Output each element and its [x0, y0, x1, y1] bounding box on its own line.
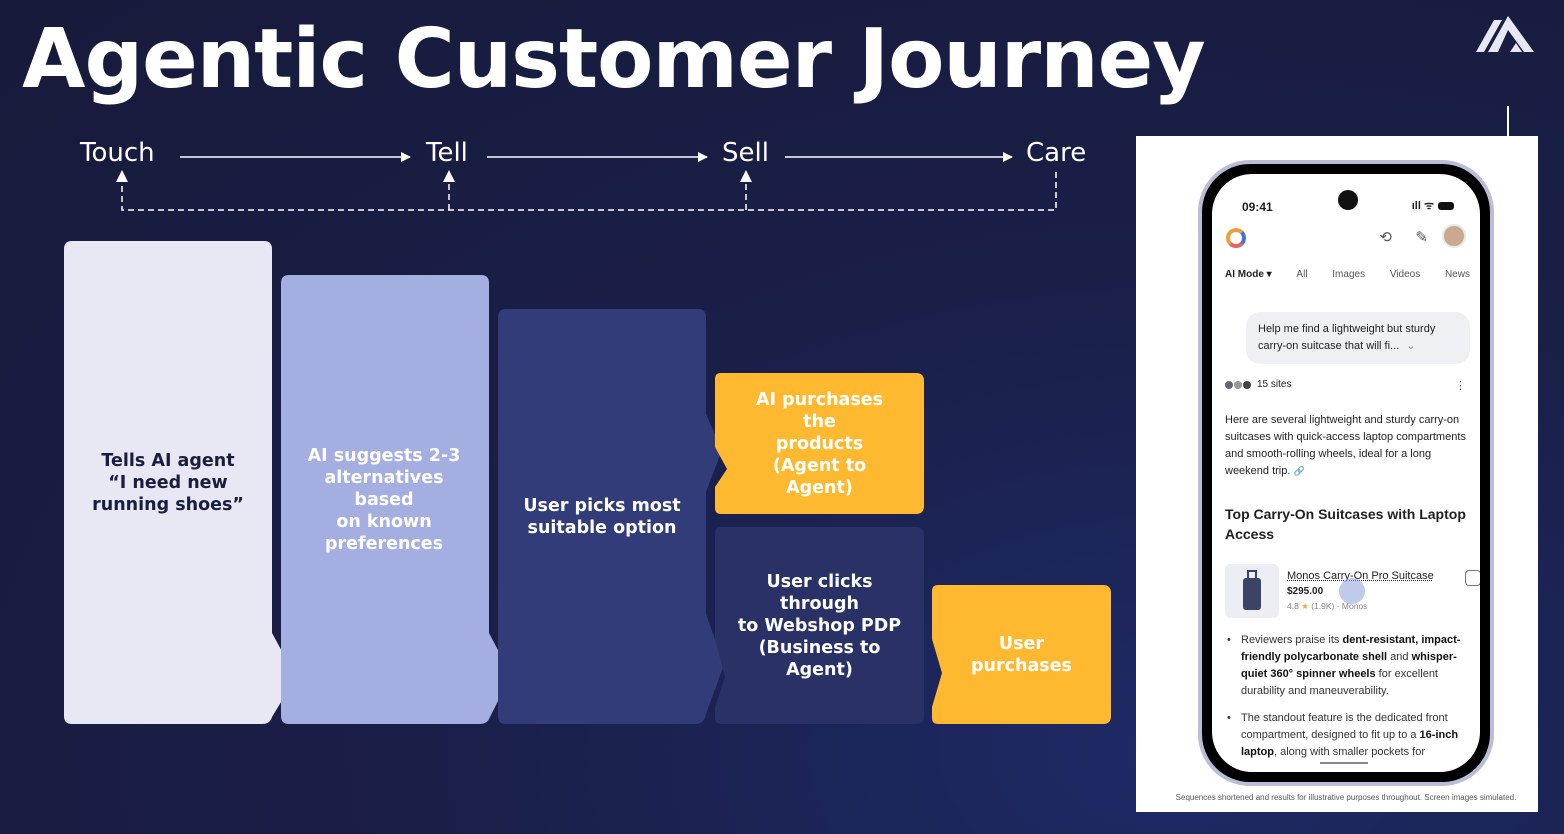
- step-text: User clicks through to Webshop PDP (Busi…: [737, 571, 902, 680]
- suitcase-thumbnail: [1225, 564, 1279, 618]
- step-ai-suggests: AI suggests 2-3 alternatives based on kn…: [281, 275, 511, 724]
- divider-line: [1507, 106, 1509, 136]
- sources-row[interactable]: 15 sites: [1225, 379, 1291, 390]
- signal-wifi-icon: ıll ᯤ: [1411, 200, 1434, 212]
- intro-text: Here are several lightweight and sturdy …: [1225, 414, 1466, 477]
- stage-arrows: [116, 152, 1057, 211]
- step-user-purchases: User purchases: [932, 585, 1111, 724]
- status-time: 09:41: [1242, 200, 1273, 214]
- tab-videos[interactable]: Videos: [1389, 269, 1421, 280]
- step-user-clicks-through: User clicks through to Webshop PDP (Busi…: [715, 527, 924, 724]
- page-title: Agentic Customer Journey: [22, 12, 1206, 107]
- step-text: Tells AI agent “I need new running shoes…: [92, 450, 244, 515]
- highlight-item: Reviewers praise its dent-resistant, imp…: [1225, 632, 1480, 700]
- source-favicons-icon: [1225, 380, 1251, 389]
- more-options-icon[interactable]: ⋮: [1455, 380, 1466, 392]
- home-indicator: [1320, 762, 1368, 764]
- product-name[interactable]: Monos Carry-On Pro Suitcase: [1287, 570, 1434, 582]
- brand-logo-icon: [1476, 16, 1534, 52]
- avatar[interactable]: [1442, 224, 1466, 248]
- disclaimer: Sequences shortened and results for illu…: [1175, 793, 1517, 802]
- stage-sell: Sell: [722, 138, 769, 168]
- results-heading: Top Carry-On Suitcases with Laptop Acces…: [1225, 506, 1466, 542]
- review-count: (1.9K): [1311, 601, 1335, 611]
- tab-ai-mode[interactable]: AI Mode ▾: [1225, 269, 1272, 280]
- product-price: $295.00: [1287, 586, 1324, 597]
- search-tabs: AI Mode ▾ All Images Videos News: [1225, 269, 1470, 280]
- highlight-item: The standout feature is the dedicated fr…: [1225, 710, 1480, 761]
- link-icon[interactable]: 🔗: [1293, 466, 1305, 476]
- tap-indicator: [1339, 578, 1365, 604]
- tab-images[interactable]: Images: [1332, 269, 1366, 280]
- query-text: Help me find a lightweight but sturdy ca…: [1258, 323, 1436, 352]
- camera-icon: [1338, 190, 1358, 210]
- step-text: AI purchases the products (Agent to Agen…: [755, 389, 884, 498]
- compare-checkbox[interactable]: [1465, 570, 1480, 586]
- step-text: AI suggests 2-3 alternatives based on kn…: [307, 445, 461, 554]
- feedback-loop: [121, 172, 1057, 211]
- user-query-bubble[interactable]: Help me find a lightweight but sturdy ca…: [1246, 312, 1470, 364]
- answer-intro: Here are several lightweight and sturdy …: [1225, 412, 1477, 480]
- battery-icon: [1438, 201, 1454, 210]
- stage-care: Care: [1026, 138, 1087, 168]
- product-rating: 4.8 ★ (1.9K) · Monos: [1287, 601, 1368, 611]
- sources-count: 15 sites: [1257, 379, 1292, 390]
- step-tell-ai-agent: Tells AI agent “I need new running shoes…: [64, 241, 296, 724]
- status-icons: ıll ᯤ: [1412, 198, 1454, 213]
- edit-icon[interactable]: ✎: [1415, 229, 1428, 246]
- history-icon[interactable]: ⟲: [1379, 229, 1392, 246]
- google-logo-icon[interactable]: [1226, 228, 1246, 248]
- seller-name: Monos: [1341, 601, 1368, 611]
- stage-tell: Tell: [426, 138, 468, 168]
- star-icon: ★: [1301, 601, 1309, 611]
- step-text: User purchases: [971, 633, 1072, 676]
- journey-stages: Touch Tell Sell Care: [0, 130, 1120, 230]
- product-card[interactable]: Monos Carry-On Pro Suitcase $295.00 4.8 …: [1225, 564, 1480, 620]
- stage-touch: Touch: [80, 138, 155, 168]
- rating-value: 4.8: [1287, 601, 1299, 611]
- chevron-down-icon[interactable]: ⌄: [1406, 340, 1416, 352]
- tab-all[interactable]: All: [1296, 269, 1308, 280]
- step-user-picks: User picks most suitable option: [498, 309, 730, 724]
- product-highlights: Reviewers praise its dent-resistant, imp…: [1225, 632, 1480, 771]
- step-ai-purchases: AI purchases the products (Agent to Agen…: [715, 373, 924, 514]
- up-arrowheads: [116, 170, 752, 182]
- phone-screen: 09:41 ıll ᯤ ⟲ ✎ AI Mode ▾ All Images Vid…: [1212, 174, 1480, 772]
- tab-news[interactable]: News: [1444, 269, 1470, 280]
- phone-mockup: 09:41 ıll ᯤ ⟲ ✎ AI Mode ▾ All Images Vid…: [1198, 160, 1494, 786]
- step-text: User picks most suitable option: [523, 495, 681, 538]
